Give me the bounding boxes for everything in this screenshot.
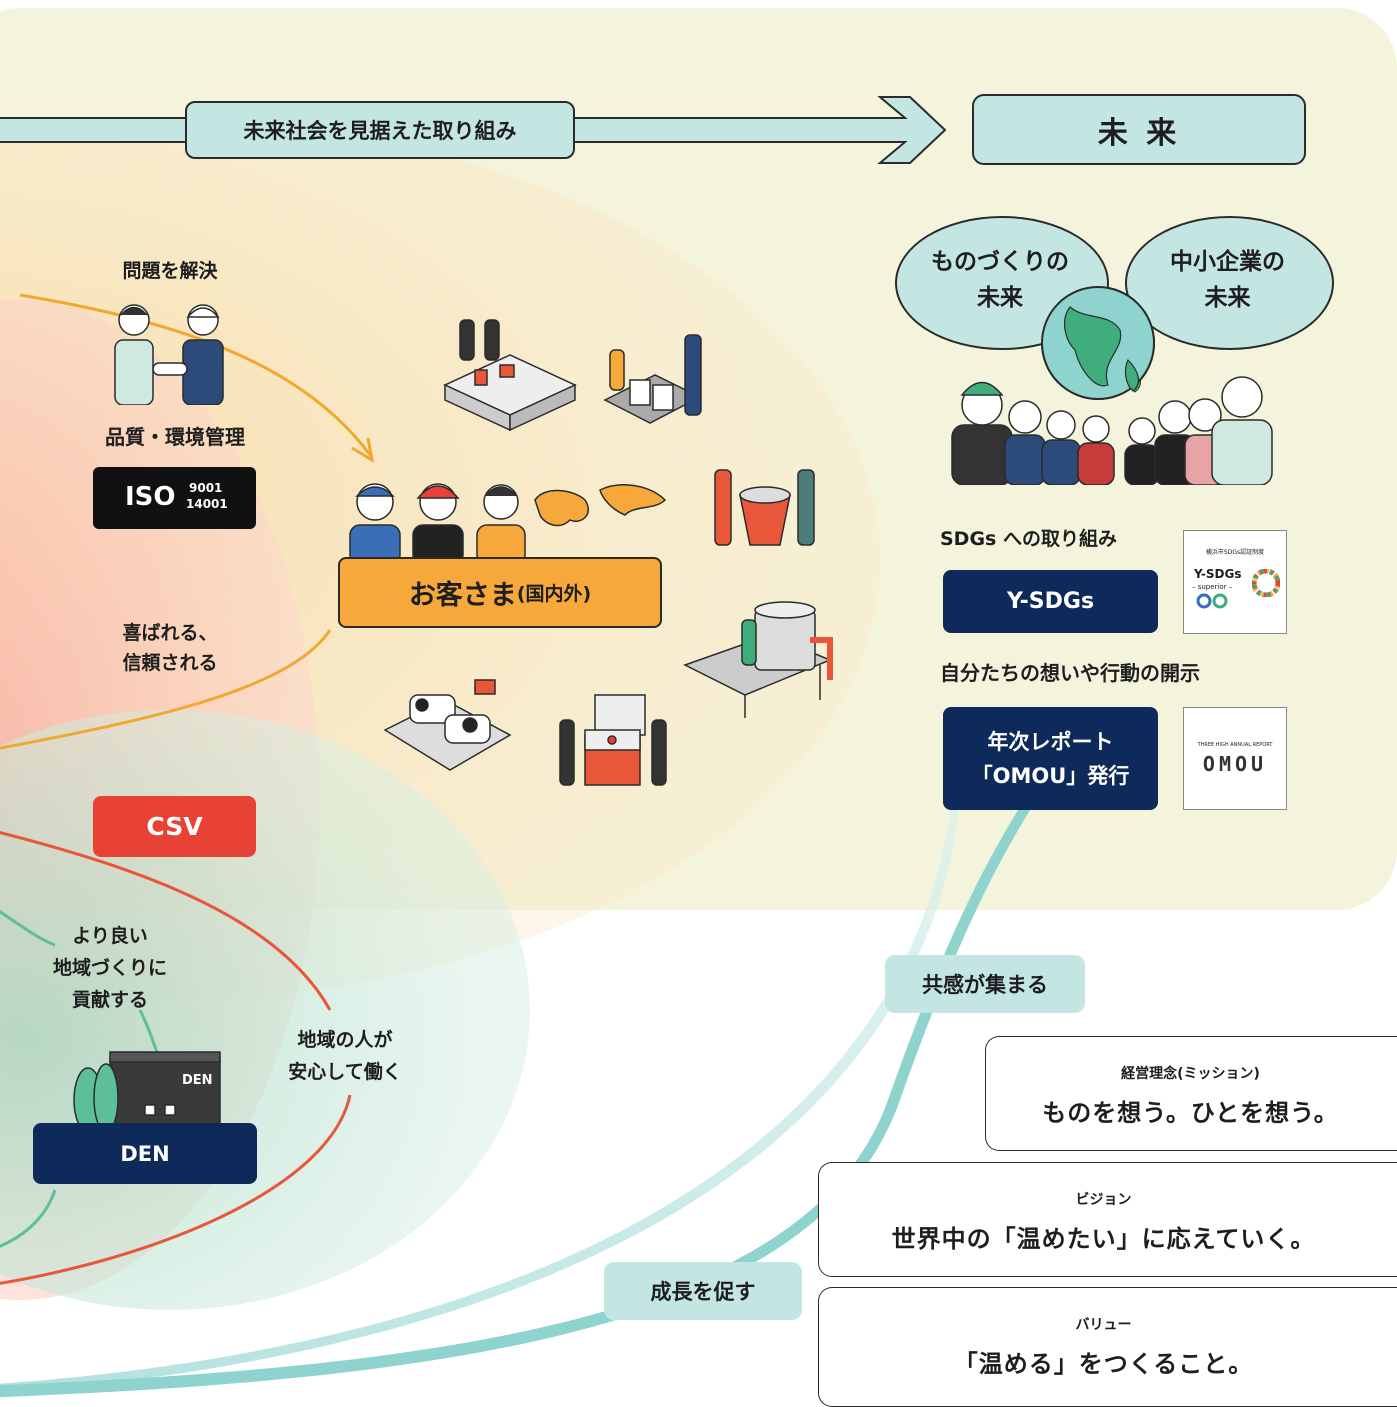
annual-report-badge: 年次レポート 「OMOU」発行: [943, 707, 1158, 810]
value-value: 「温める」をつくること。: [953, 1350, 1254, 1378]
customer-main: お客さま: [408, 580, 517, 611]
customer-sub: (国内外): [516, 583, 592, 605]
handshake-illustration: [114, 304, 224, 405]
barrel-cart-illustration: [603, 334, 702, 424]
bubble-sme-line2: 未来: [1204, 285, 1251, 311]
green-curve-1: [0, 909, 56, 947]
bubble-monozukuri-line1: ものづくりの: [931, 249, 1069, 275]
annual-report-line1: 年次レポート: [987, 730, 1114, 754]
den-badge: DEN: [33, 1123, 257, 1184]
bubble-sme-line1: 中小企業の: [1170, 249, 1285, 275]
heater-bucket-illustration: [714, 469, 815, 546]
vision-value: 世界中の「温めたい」に応えていく。: [891, 1225, 1316, 1253]
ibc-tanks-illustration: [559, 694, 667, 786]
ysdgs-certificate: 横浜市SDGs認証制度 Y-SDGs – superior –: [1183, 530, 1287, 634]
orange-curve-bottom: [0, 629, 332, 750]
tank-platform-illustration: [683, 601, 833, 718]
vision-row: ビジョン 世界中の「温めたい」に応えていく。: [818, 1162, 1397, 1277]
omou-cover-title: OMOU: [1202, 752, 1268, 776]
green-curve-3: [0, 1189, 57, 1248]
bubble-monozukuri-line2: 未来: [977, 285, 1023, 311]
people-line2: 安心して働く: [288, 1061, 402, 1083]
mission-key: 経営理念(ミッション): [1121, 1066, 1260, 1082]
mission-value: ものを想う。ひとを想う。: [1042, 1099, 1339, 1127]
den-sign: DEN: [182, 1073, 213, 1088]
delighted-line1: 喜ばれる、: [122, 622, 218, 644]
sdgs-rings-icon: [1196, 593, 1228, 609]
growth-pill: 成長を促す: [604, 1262, 802, 1320]
iso-badge: ISO 9001 14001: [93, 467, 256, 529]
omou-cover: THREE HIGH ANNUAL REPORT OMOU: [1183, 707, 1287, 810]
value-key: バリュー: [1075, 1317, 1132, 1333]
omou-cover-small: THREE HIGH ANNUAL REPORT: [1197, 742, 1273, 748]
lab-desk-illustration: [443, 319, 577, 432]
ysdgs-cert-title: Y-SDGs: [1194, 567, 1242, 581]
top-arrow-label: 未来社会を見据えた取り組み: [185, 101, 575, 159]
annual-report-line2: 「OMOU」発行: [971, 764, 1130, 788]
ysdgs-cert-top: 横浜市SDGs認証制度: [1205, 549, 1265, 556]
people-line1: 地域の人が: [297, 1029, 393, 1051]
growth-band-main: [0, 810, 1030, 1398]
solve-label: 問題を解決: [122, 260, 218, 282]
globe-overlay-icon: [1041, 286, 1155, 400]
bubble-sme: [1125, 216, 1334, 350]
customer-people-illustration: [349, 483, 667, 560]
region-line1: より良い: [72, 925, 148, 947]
mission-row: 経営理念(ミッション) ものを想う。ひとを想う。: [985, 1036, 1397, 1151]
ysdgs-cert-sub: – superior –: [1192, 583, 1233, 591]
quality-label: 品質・環境管理: [105, 425, 245, 449]
iso-number-1: 9001: [189, 481, 223, 495]
den-building-illustration: DEN: [73, 1051, 221, 1130]
future-box: 未 来: [972, 94, 1306, 165]
delighted-line2: 信頼される: [122, 652, 218, 674]
vision-key: ビジョン: [1075, 1192, 1132, 1208]
csv-badge: CSV: [93, 796, 256, 857]
sdgs-heading: SDGs への取り組み: [940, 528, 1117, 550]
iso-number-2: 14001: [186, 497, 228, 511]
people-group-illustration: [951, 376, 1273, 485]
sdgs-wheel-icon: [1252, 569, 1280, 597]
red-curve-1: [0, 831, 332, 1011]
region-line3: 貢献する: [71, 989, 148, 1011]
customer-badge: お客さま (国内外): [338, 557, 662, 628]
iso-prefix: ISO: [125, 482, 176, 512]
empathy-pill: 共感が集まる: [885, 955, 1085, 1013]
value-row: バリュー 「温める」をつくること。: [818, 1287, 1397, 1407]
disclosure-heading: 自分たちの想いや行動の開示: [940, 661, 1200, 685]
region-line2: 地域づくりに: [52, 957, 167, 979]
ysdgs-badge: Y-SDGs: [943, 570, 1158, 633]
orange-curve-top: [19, 293, 372, 456]
cows-illustration: [383, 679, 512, 771]
red-curve-2: [0, 1094, 352, 1285]
